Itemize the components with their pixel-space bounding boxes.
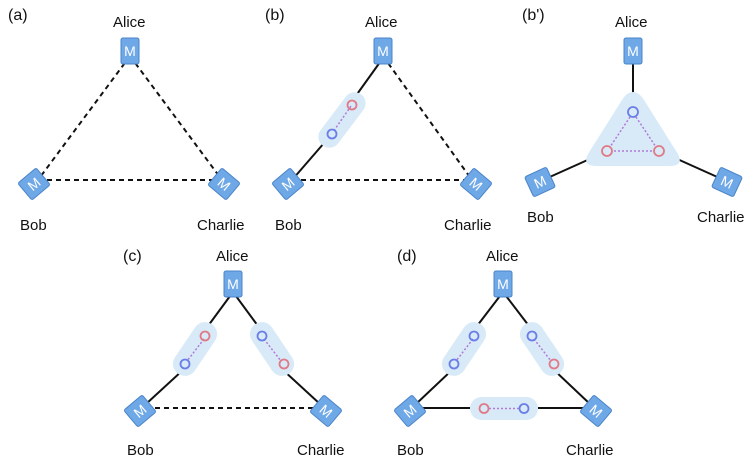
panel-c-edge-alice-right-source [232, 291, 259, 327]
panel-c-alice-box-letter: M [227, 276, 239, 292]
panel-d-bob-measurement-box: M [394, 395, 426, 427]
panel-b-qubit-blue [326, 128, 338, 140]
panel-bprime-qubit-blue [627, 106, 639, 118]
panel-a-edge-alice-bob [37, 55, 131, 181]
panel-c-charlie-label: Charlie [297, 442, 345, 459]
panel-c-left-link [186, 338, 205, 362]
panel-c-edge-right-source-charlie [282, 369, 321, 405]
panel-a-alice-measurement-box: M [120, 37, 140, 65]
panel-d-left-entangled-pair [441, 322, 487, 376]
panel-d-right-qubit-red [548, 358, 560, 370]
panel-c-left-qubit-blue [179, 358, 191, 370]
panel-c-alice-label: Alice [216, 248, 249, 265]
panel-d-right-link [533, 338, 552, 362]
panel-c-charlie-measurement-box: M [310, 395, 342, 427]
panel-bprime-qubit-red-left [601, 145, 613, 157]
panel-c-edge-alice-left-source [207, 291, 234, 327]
panel-d-edge-alice-left-source [476, 291, 504, 327]
panel-d-bottom-entangled-pair [470, 397, 538, 420]
panel-bprime-label: (b') [522, 7, 545, 24]
panel-d-edge-alice-right-source [502, 291, 530, 327]
panel-a-bob-measurement-box: M [18, 168, 50, 200]
panel-b-qubit-red [346, 99, 358, 111]
panel-b-charlie-measurement-box: M [460, 168, 492, 200]
panel-bprime-tripartite-source [586, 92, 680, 166]
panel-bprime-edge-charlie [674, 157, 725, 181]
panel-a-bob-label: Bob [20, 217, 47, 234]
panel-c-alice-measurement-box: M [223, 270, 243, 298]
panel-d-edge-right-source-charlie [553, 369, 591, 405]
panel-c-label: (c) [123, 248, 142, 265]
panel-c-right-link [263, 338, 282, 362]
panel-d-charlie-measurement-box: M [580, 395, 612, 427]
panel-a-edge-alice-charlie [129, 55, 223, 181]
panel-b-entangle-link [332, 105, 352, 133]
panel-c-bob-measurement-box: M [124, 395, 156, 427]
panel-d-charlie-label: Charlie [566, 442, 614, 459]
panel-d-left-qubit-blue-lower [448, 358, 460, 370]
panel-bprime-charlie-measurement-box: M [711, 167, 743, 197]
panel-b-bob-label: Bob [275, 217, 302, 234]
panel-d-left-link [455, 338, 474, 362]
panel-bprime-bob-label: Bob [527, 209, 554, 226]
panel-b-alice-box-letter: M [377, 43, 389, 59]
panel-d-alice-measurement-box: M [493, 270, 513, 298]
panel-b-alice-label: Alice [365, 14, 398, 31]
panel-d: (d) Alice Bob Charlie M [394, 248, 614, 459]
panel-d-label: (d) [397, 248, 417, 265]
panel-d-alice-label: Alice [486, 248, 519, 265]
panel-d-left-qubit-blue [468, 330, 480, 342]
panel-a-label: (a) [8, 7, 28, 24]
panel-c-right-qubit-red [278, 358, 290, 370]
panel-a: (a) Alice Bob Charlie M M M [8, 7, 245, 234]
panel-bprime-edge-bob [542, 157, 593, 181]
panel-bprime: (b') Alice Bob Charlie M M M [522, 7, 745, 226]
panel-d-right-entangled-pair [519, 322, 565, 376]
panel-d-left-capsule [441, 322, 487, 376]
panel-d-right-qubit-blue [526, 330, 538, 342]
panel-b-charlie-label: Charlie [444, 217, 492, 234]
panel-d-bob-label: Bob [397, 442, 424, 459]
panel-bprime-alice-label: Alice [615, 14, 648, 31]
panel-b-edge-alice-charlie [382, 55, 473, 181]
panel-b-bob-measurement-box: M [272, 168, 304, 200]
panel-a-charlie-label: Charlie [197, 217, 245, 234]
panel-bprime-alice-measurement-box: M [623, 37, 643, 65]
panel-bprime-qubit-red-right [653, 145, 665, 157]
panel-bprime-alice-box-letter: M [627, 43, 639, 59]
panel-d-bottom-qubit-blue [518, 403, 530, 414]
panel-b-entangled-pair [318, 92, 366, 148]
panel-a-charlie-measurement-box: M [208, 168, 240, 200]
panel-c-bob-label: Bob [127, 442, 154, 459]
panel-c-edge-left-source-bob [145, 369, 184, 405]
panel-bprime-bob-measurement-box: M [524, 167, 556, 197]
panel-b: (b) Alice Bob Charlie M M M [265, 7, 492, 234]
panel-b-label: (b) [265, 7, 285, 24]
panel-c-right-qubit-blue [256, 330, 268, 342]
panel-c: (c) Alice Bob Charlie M M [123, 248, 345, 459]
panel-bprime-charlie-label: Charlie [697, 209, 745, 226]
panel-d-bottom-capsule [470, 397, 538, 420]
panel-a-alice-box-letter: M [124, 43, 136, 59]
panel-c-left-qubit-red [199, 330, 211, 342]
panel-c-left-entangled-pair [172, 322, 218, 376]
panel-c-right-entangled-pair [249, 322, 295, 376]
panel-c-left-capsule [172, 322, 218, 376]
panel-d-bottom-qubit-red [478, 403, 490, 414]
panel-d-alice-box-letter: M [497, 276, 509, 292]
panel-b-alice-measurement-box: M [373, 37, 393, 65]
panel-a-alice-label: Alice [113, 14, 146, 31]
panel-bprime-source-triangle [586, 92, 680, 166]
panel-d-edge-left-source-bob [415, 369, 453, 405]
